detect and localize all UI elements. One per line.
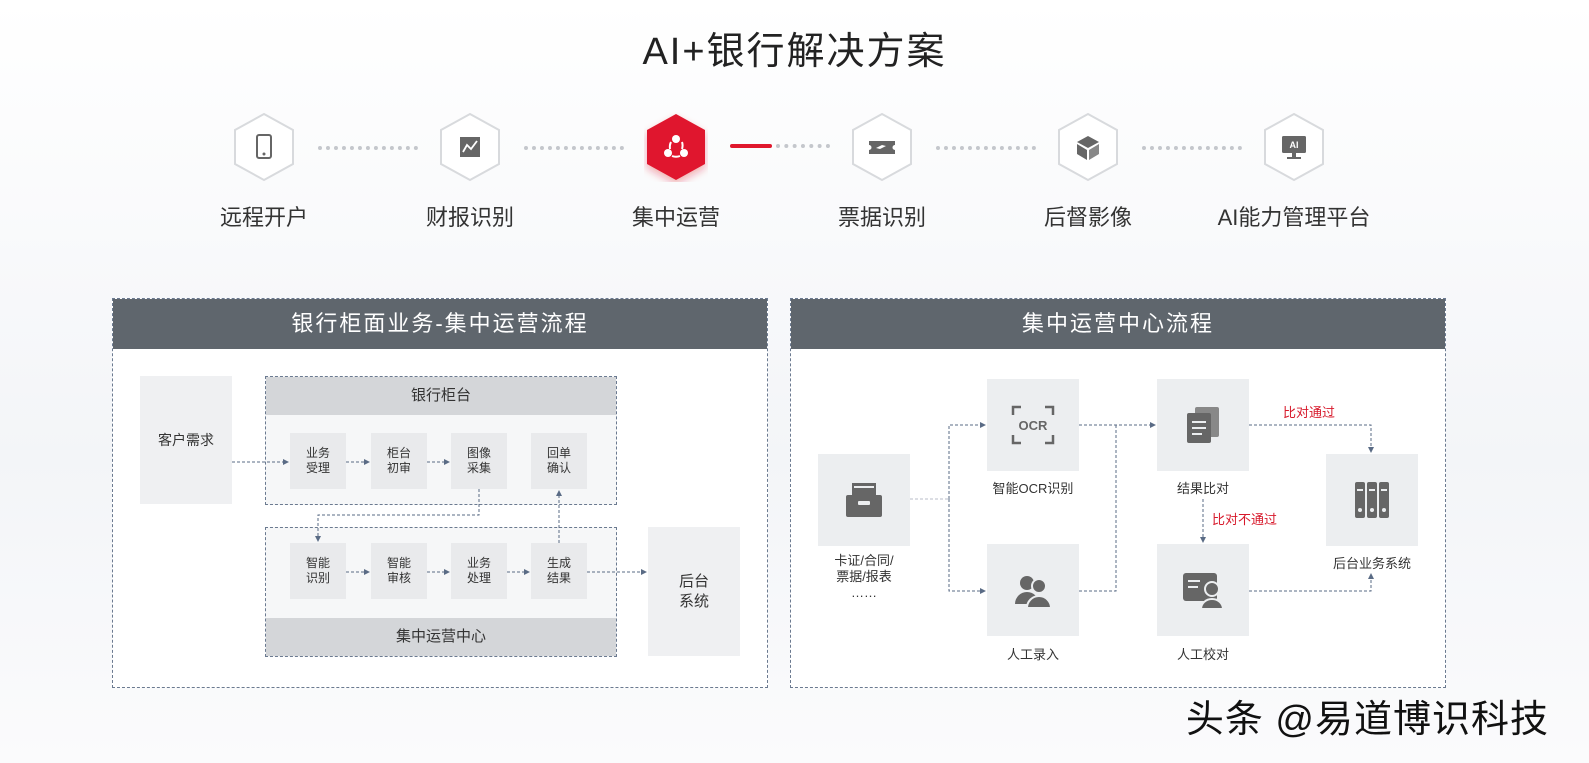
- binders-icon: [1355, 482, 1389, 518]
- solution-steps: 远程开户 财报识别 集中运营 票据识别 后督影像 AI AI能力管理平台: [0, 112, 1589, 242]
- step-remote-account[interactable]: 远程开户: [184, 112, 344, 232]
- step-smart-recognition: 智能 识别: [290, 543, 346, 599]
- ocr-scan-icon: OCR: [1011, 405, 1055, 445]
- step-connector: [318, 146, 418, 154]
- step-ticket-recognition[interactable]: 票据识别: [802, 112, 962, 232]
- documents-icon: [1187, 407, 1219, 443]
- compare-label: 结果比对: [1176, 481, 1229, 496]
- ocr-box: OCR: [987, 379, 1079, 471]
- step-connector: [1142, 146, 1242, 154]
- step-counter-review: 柜台 初审: [371, 433, 427, 489]
- step-centralized-ops[interactable]: 集中运营: [596, 112, 756, 232]
- manual-check-box: [1157, 544, 1249, 636]
- step-label: 后督影像: [1043, 205, 1132, 230]
- step-generate-result: 生成 结果: [531, 543, 587, 599]
- share-icon: [644, 112, 708, 182]
- right-flow-arrows: [910, 422, 1374, 594]
- manual-check-label: 人工校对: [1176, 647, 1229, 662]
- backend-label: 后台业务系统: [1332, 556, 1411, 571]
- page-title: AI+银行解决方案: [642, 31, 947, 73]
- ocr-text: OCR: [1019, 418, 1049, 433]
- compare-box: [1157, 379, 1249, 471]
- step-receipt-confirm: 回单 确认: [531, 433, 587, 489]
- step-business-accept: 业务 受理: [290, 433, 346, 489]
- bank-counter-title: 银行柜台: [266, 377, 616, 415]
- ai-monitor-icon: AI: [1262, 112, 1326, 182]
- users-icon: [1015, 576, 1053, 609]
- backend-box: [1326, 454, 1418, 546]
- right-flow-panel: 集中运营中心流程 卡证/合同/ 票据/报表 …… OCR 智能OCR识别 人工录…: [790, 298, 1446, 688]
- left-panel-title: 银行柜面业务-集中运营流程: [113, 299, 767, 349]
- archive-icon: [846, 483, 882, 517]
- step-connector: [936, 146, 1036, 154]
- cube-icon: [1056, 112, 1120, 182]
- left-flow-arrows: [232, 459, 647, 575]
- step-ai-platform[interactable]: AI AI能力管理平台: [1214, 112, 1374, 232]
- documents-label: 卡证/合同/ 票据/报表 ……: [834, 553, 894, 600]
- step-business-process: 业务 处理: [451, 543, 507, 599]
- left-flow-panel: 银行柜面业务-集中运营流程 客户需求 银行柜台 集中运营中心 业务 受理 柜台 …: [112, 298, 768, 688]
- step-label: 远程开户: [219, 205, 308, 230]
- step-connector-active: [730, 144, 830, 150]
- documents-box: [818, 454, 910, 546]
- watermark: 头条 @易道博识科技: [1185, 699, 1549, 741]
- step-post-supervision[interactable]: 后督影像: [1008, 112, 1168, 232]
- manual-entry-box: [987, 544, 1079, 636]
- ocr-label: 智能OCR识别: [992, 481, 1074, 496]
- manual-entry-label: 人工录入: [1006, 647, 1059, 662]
- svg-text:AI: AI: [1290, 140, 1299, 150]
- step-smart-audit: 智能 审核: [371, 543, 427, 599]
- pass-label: 比对通过: [1283, 405, 1336, 420]
- customer-demand-box: 客户需求: [140, 376, 232, 504]
- step-label: 票据识别: [837, 205, 926, 230]
- id-card-check-icon: [1183, 573, 1225, 609]
- step-label: 集中运营: [631, 205, 720, 230]
- step-image-capture: 图像 采集: [451, 433, 507, 489]
- step-connector: [524, 146, 624, 154]
- ticket-icon: [850, 112, 914, 182]
- backend-system-box: 后台 系统: [648, 527, 740, 656]
- right-panel-title: 集中运营中心流程: [791, 299, 1445, 349]
- step-label: AI能力管理平台: [1217, 205, 1371, 230]
- step-label: 财报识别: [425, 205, 514, 230]
- chart-icon: [438, 112, 502, 182]
- ops-center-title: 集中运营中心: [266, 618, 616, 656]
- phone-icon: [232, 112, 296, 182]
- fail-label: 比对不通过: [1212, 512, 1278, 527]
- step-financial-report[interactable]: 财报识别: [390, 112, 550, 232]
